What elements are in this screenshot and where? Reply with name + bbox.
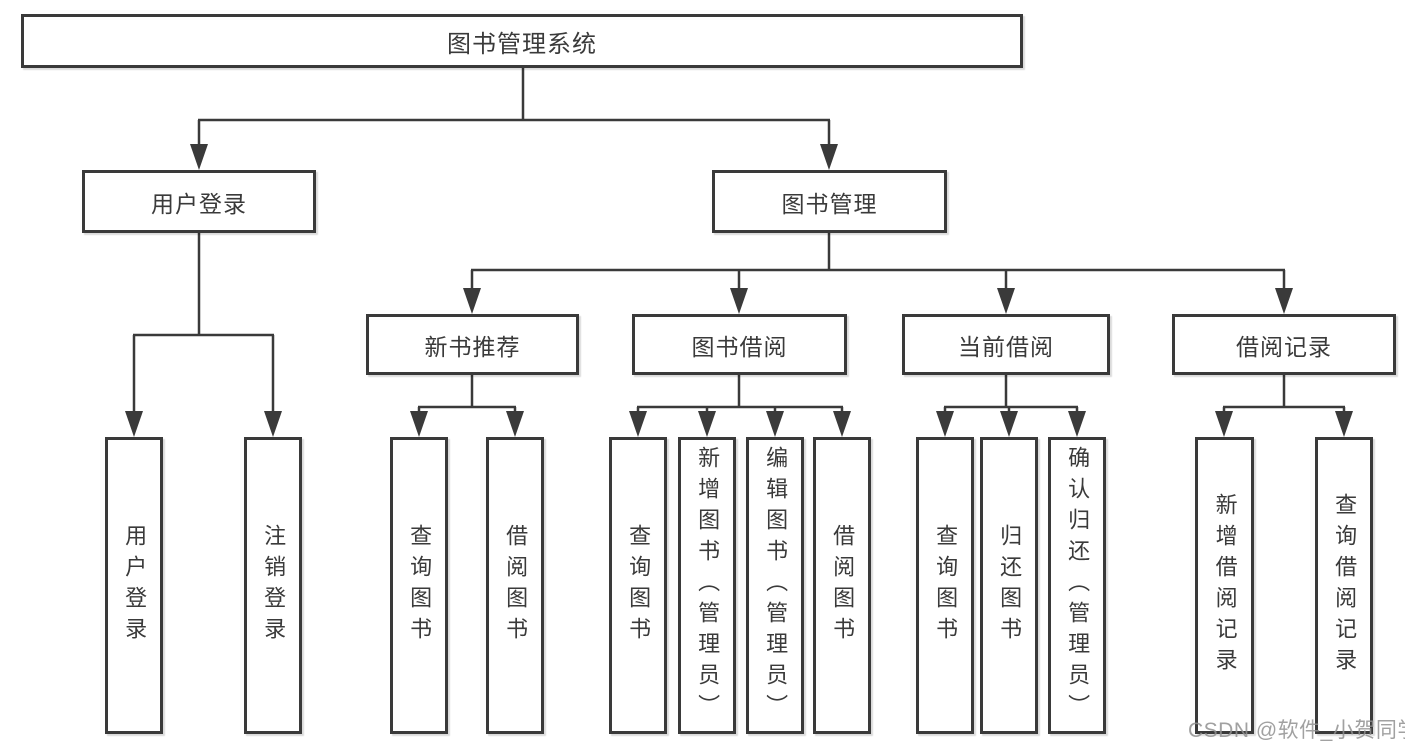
leaf-add-books-admin: 新增图书（管理员） <box>678 437 736 734</box>
leaf-add-books-admin-label: 新增图书（管理员） <box>695 446 721 725</box>
leaf-logout: 注销登录 <box>244 437 302 734</box>
node-book-management: 图书管理 <box>712 170 947 233</box>
node-current-borrowing: 当前借阅 <box>902 314 1110 375</box>
leaf-return-books-label: 归还图书 <box>997 523 1023 648</box>
leaf-recommend-query-books-label: 查询图书 <box>407 523 433 648</box>
leaf-edit-books-admin: 编辑图书（管理员） <box>746 437 804 734</box>
node-user-login: 用户登录 <box>82 170 316 233</box>
leaf-borrowing-query-books: 查询图书 <box>609 437 667 734</box>
leaf-edit-books-admin-label: 编辑图书（管理员） <box>763 446 789 725</box>
leaf-borrowing-query-books-label: 查询图书 <box>626 523 652 648</box>
leaf-borrow-books-label: 借阅图书 <box>830 523 856 648</box>
leaf-confirm-return-admin: 确认归还（管理员） <box>1048 437 1106 734</box>
leaf-add-borrow-record: 新增借阅记录 <box>1195 437 1254 734</box>
leaf-borrow-books: 借阅图书 <box>813 437 871 734</box>
node-book-borrowing: 图书借阅 <box>632 314 847 375</box>
node-borrowing-records-label: 借阅记录 <box>1236 333 1332 360</box>
leaf-return-books: 归还图书 <box>980 437 1038 734</box>
node-user-login-label: 用户登录 <box>151 190 247 217</box>
leaf-current-query-books-label: 查询图书 <box>933 523 959 648</box>
leaf-query-borrow-record: 查询借阅记录 <box>1315 437 1373 734</box>
node-new-book-recommend: 新书推荐 <box>366 314 579 375</box>
node-borrowing-records: 借阅记录 <box>1172 314 1396 375</box>
node-book-management-label: 图书管理 <box>781 190 878 217</box>
leaf-confirm-return-admin-label: 确认归还（管理员） <box>1065 446 1091 725</box>
leaf-recommend-query-books: 查询图书 <box>390 437 448 734</box>
leaf-user-login-label: 用户登录 <box>122 523 148 648</box>
leaf-recommend-borrow-books-label: 借阅图书 <box>503 523 529 648</box>
leaf-recommend-borrow-books: 借阅图书 <box>486 437 544 734</box>
node-current-borrowing-label: 当前借阅 <box>958 333 1054 360</box>
node-root-system-label: 图书管理系统 <box>447 30 597 58</box>
leaf-logout-label: 注销登录 <box>261 523 287 648</box>
node-root-system: 图书管理系统 <box>21 14 1023 68</box>
leaf-add-borrow-record-label: 新增借阅记录 <box>1212 492 1238 679</box>
node-book-borrowing-label: 图书借阅 <box>691 333 788 360</box>
leaf-current-query-books: 查询图书 <box>916 437 974 734</box>
csdn-watermark: CSDN @软件_小贺同学 <box>1188 719 1405 742</box>
leaf-user-login: 用户登录 <box>105 437 163 734</box>
node-new-book-recommend-label: 新书推荐 <box>424 333 521 360</box>
leaf-query-borrow-record-label: 查询借阅记录 <box>1332 492 1358 679</box>
